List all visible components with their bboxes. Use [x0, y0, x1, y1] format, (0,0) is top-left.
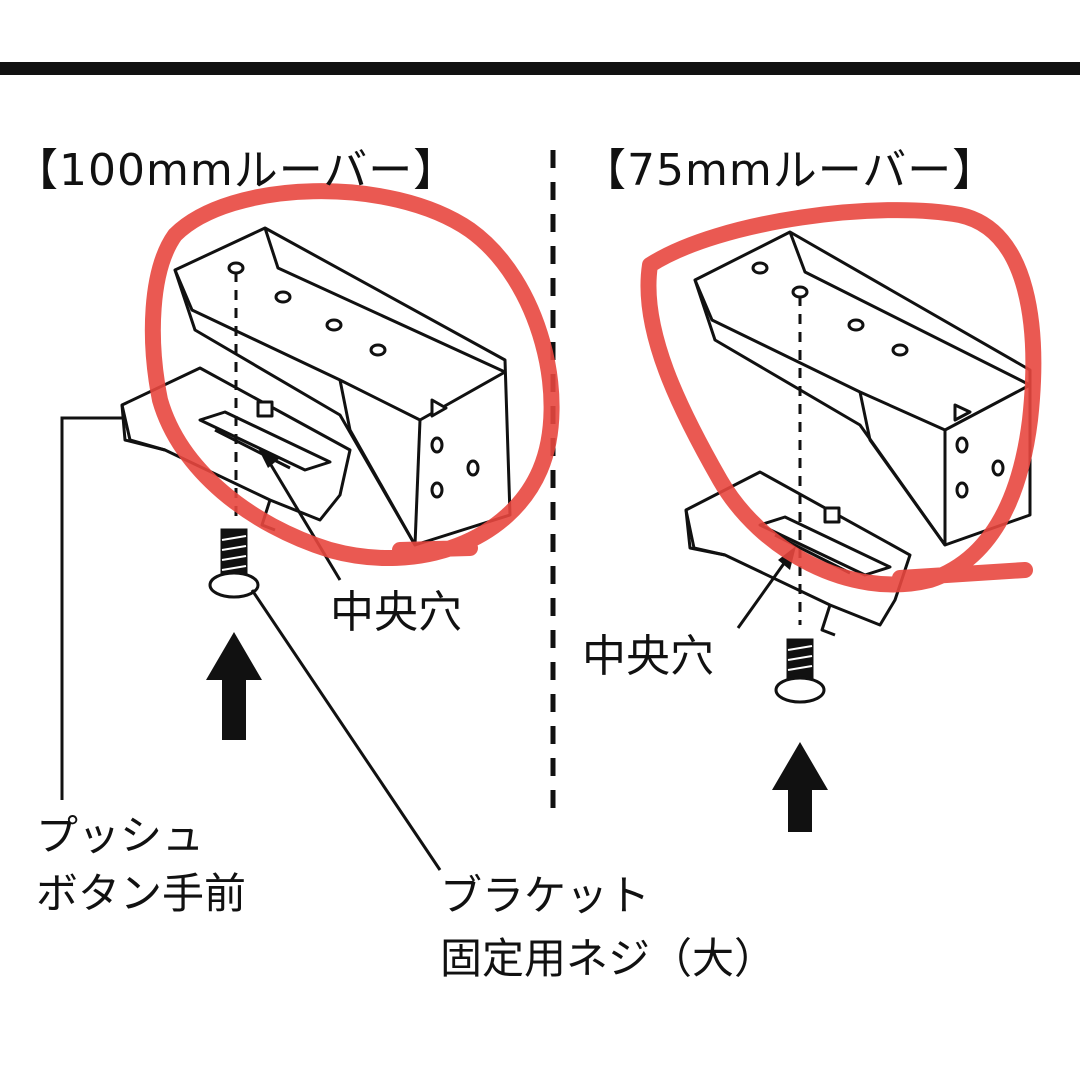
arrow-up-icon [772, 742, 828, 832]
push-button-leader [60, 416, 125, 800]
bracket-icon [173, 226, 512, 547]
left-center-hole-label: 中央穴 [330, 587, 462, 638]
push-button-label-line2: ボタン手前 [36, 869, 247, 918]
center-hole-pointer-left [263, 454, 342, 581]
highlight-circle-left [144, 183, 560, 567]
pointer-head-left [258, 448, 280, 468]
push-button-label-line1: プッシュ [36, 811, 205, 860]
screw-leader [250, 589, 442, 871]
arrow-up-icon [206, 632, 262, 740]
left-panel [60, 226, 512, 871]
right-panel-title: 【75mmルーバー】 [582, 145, 998, 196]
center-hole-pointer-right [736, 554, 792, 629]
screw-label-line2: 固定用ネジ（大） [440, 934, 777, 983]
screw-icon [774, 638, 826, 704]
right-center-hole-label: 中央穴 [582, 631, 714, 682]
right-panel [684, 230, 1032, 832]
screw-icon [208, 528, 260, 599]
left-panel-title: 【100mmルーバー】 [14, 145, 459, 196]
screw-label-line1: ブラケット [440, 871, 651, 920]
top-rule [0, 62, 1080, 75]
highlight-circle-right [640, 202, 1042, 593]
